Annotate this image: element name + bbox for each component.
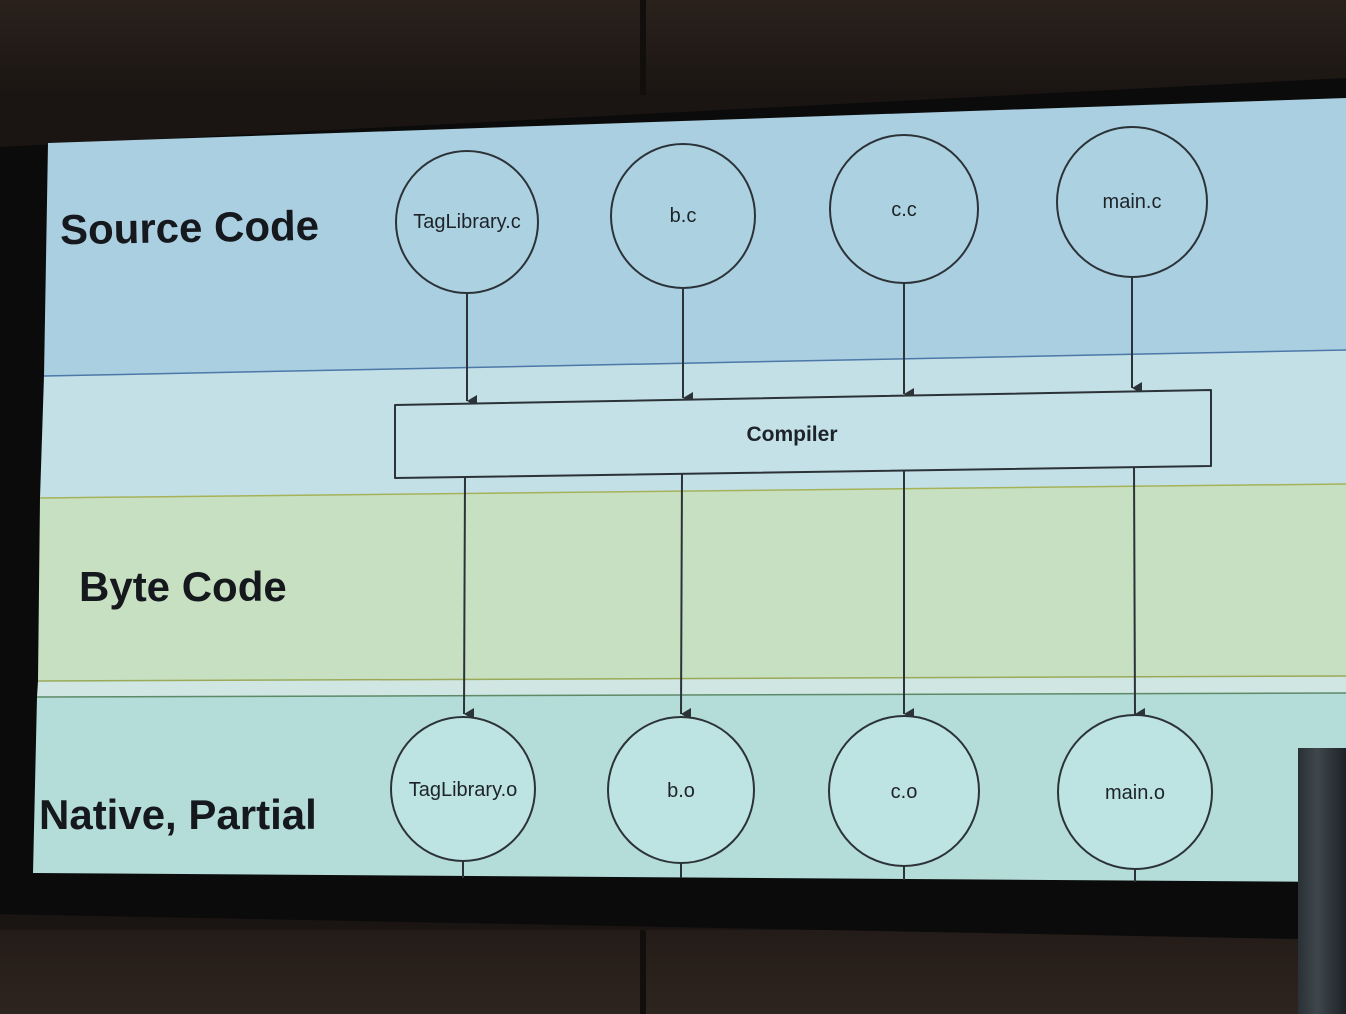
source-node-label: main.c bbox=[1103, 191, 1162, 213]
source-node-taglibrary bbox=[395, 150, 539, 294]
object-node-label: b.o bbox=[667, 780, 695, 802]
lane-gap bbox=[37, 676, 1346, 697]
source-node-label: c.c bbox=[891, 199, 917, 221]
lane-divider bbox=[39, 483, 1346, 499]
object-node-label: main.o bbox=[1105, 782, 1165, 804]
lane-divider bbox=[37, 675, 1346, 682]
arrow-compiler-to-b-o bbox=[680, 472, 692, 721]
byte-code-lane bbox=[38, 484, 1346, 681]
source-node-c bbox=[829, 134, 979, 284]
source-node-label: TagLibrary.c bbox=[413, 211, 520, 233]
compiler-label: Compiler bbox=[746, 423, 837, 446]
lane-label-source-code: Source Code bbox=[59, 201, 320, 254]
wall-seam bbox=[640, 0, 646, 95]
arrow-compiler-to-main-o bbox=[1133, 465, 1146, 720]
lane-divider bbox=[36, 692, 1346, 698]
source-node-b bbox=[610, 143, 756, 289]
arrow-compiler-to-taglibrary-o bbox=[463, 476, 475, 721]
wall-top bbox=[0, 0, 1346, 90]
object-node-label: c.o bbox=[891, 781, 918, 803]
lane-label-byte-code: Byte Code bbox=[79, 563, 287, 610]
wall-bottom bbox=[0, 930, 1346, 1014]
foreground-object bbox=[1298, 748, 1346, 1014]
lane-divider bbox=[43, 349, 1346, 377]
source-node-label: b.c bbox=[670, 205, 697, 227]
wall-seam bbox=[640, 930, 646, 1014]
compiler-box bbox=[394, 389, 1212, 479]
object-node-label: TagLibrary.o bbox=[409, 779, 518, 801]
lane-label-native-partial: Native, Partial bbox=[39, 791, 317, 838]
source-node-main bbox=[1056, 126, 1208, 278]
